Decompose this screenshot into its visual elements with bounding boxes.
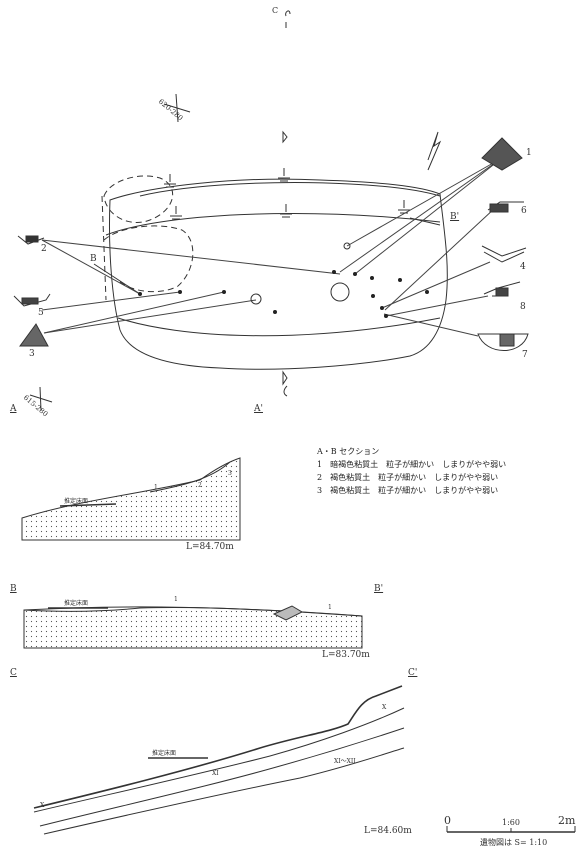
axis-marker-top: [282, 130, 288, 144]
section-a-layer: 2: [198, 482, 202, 489]
top-marker: C: [272, 6, 279, 15]
section-c-layer: XI: [212, 770, 219, 777]
artifact-number: 8: [520, 302, 526, 312]
section-a-floor-label: 推定床面: [64, 498, 89, 505]
section-a-layer: 1: [154, 484, 158, 491]
hachure-marks: [164, 168, 410, 220]
section-b-level: L=83.70m: [322, 650, 370, 660]
grid-cross-upper: [163, 93, 191, 123]
pit-outline: [108, 178, 448, 370]
pit-upper-line: [139, 182, 441, 197]
pit-floor-line: [117, 317, 441, 337]
legend-title: A・B セクション: [317, 447, 380, 456]
artifact-sketches: [13, 131, 529, 351]
section-b-floor-label: 推定床面: [64, 600, 89, 607]
artifact-number: 5: [38, 308, 44, 318]
section-b-right: B': [374, 584, 384, 594]
artifact-number: 7: [522, 350, 528, 360]
artifact-number: 3: [29, 349, 35, 359]
artifact-number: 1: [526, 148, 532, 158]
section-c-layer: X: [382, 704, 387, 711]
section-b-layer: 1: [328, 604, 332, 611]
section-a-layer: 3: [228, 470, 232, 477]
artifact-number: 2: [41, 244, 47, 254]
scale-bar: [446, 826, 576, 833]
top-axis-marker: [285, 10, 291, 17]
plan-label-b-prime: B': [450, 212, 460, 222]
section-c-layer: X: [40, 802, 45, 809]
section-b: [23, 605, 363, 649]
section-line-b: [93, 263, 141, 295]
scale-note: 遺物図は S= 1:10: [480, 838, 548, 847]
section-c: [33, 685, 405, 835]
section-c-left: C: [10, 668, 17, 678]
dashed-feature-1: [103, 175, 174, 224]
section-c-level: L=84.60m: [364, 826, 412, 836]
section-c-layer: XI～XII: [334, 758, 356, 765]
scale-start: 0: [444, 814, 451, 827]
axis-marker-bottom: [282, 370, 288, 386]
artifact-number: 4: [520, 262, 526, 272]
leader-lines: [41, 157, 503, 337]
section-b-left: B: [10, 584, 17, 594]
plan-label-a: A: [10, 404, 17, 414]
section-c-floor-label: 推定床面: [152, 750, 177, 757]
scale-mid: 1:60: [502, 818, 520, 827]
section-a: [21, 457, 241, 541]
grid-cross-lower: [29, 386, 53, 411]
plan-label-a-prime: A': [254, 404, 263, 414]
section-b-layer: 1: [174, 596, 178, 603]
section-a-level: L=84.70m: [186, 542, 234, 552]
scale-end: 2m: [558, 814, 576, 827]
pit-inner-line: [105, 213, 441, 236]
artifact-points: [138, 270, 429, 318]
section-c-right: C': [408, 668, 418, 678]
artifact-number: 6: [521, 206, 527, 216]
plan-label-b: B: [90, 254, 97, 264]
